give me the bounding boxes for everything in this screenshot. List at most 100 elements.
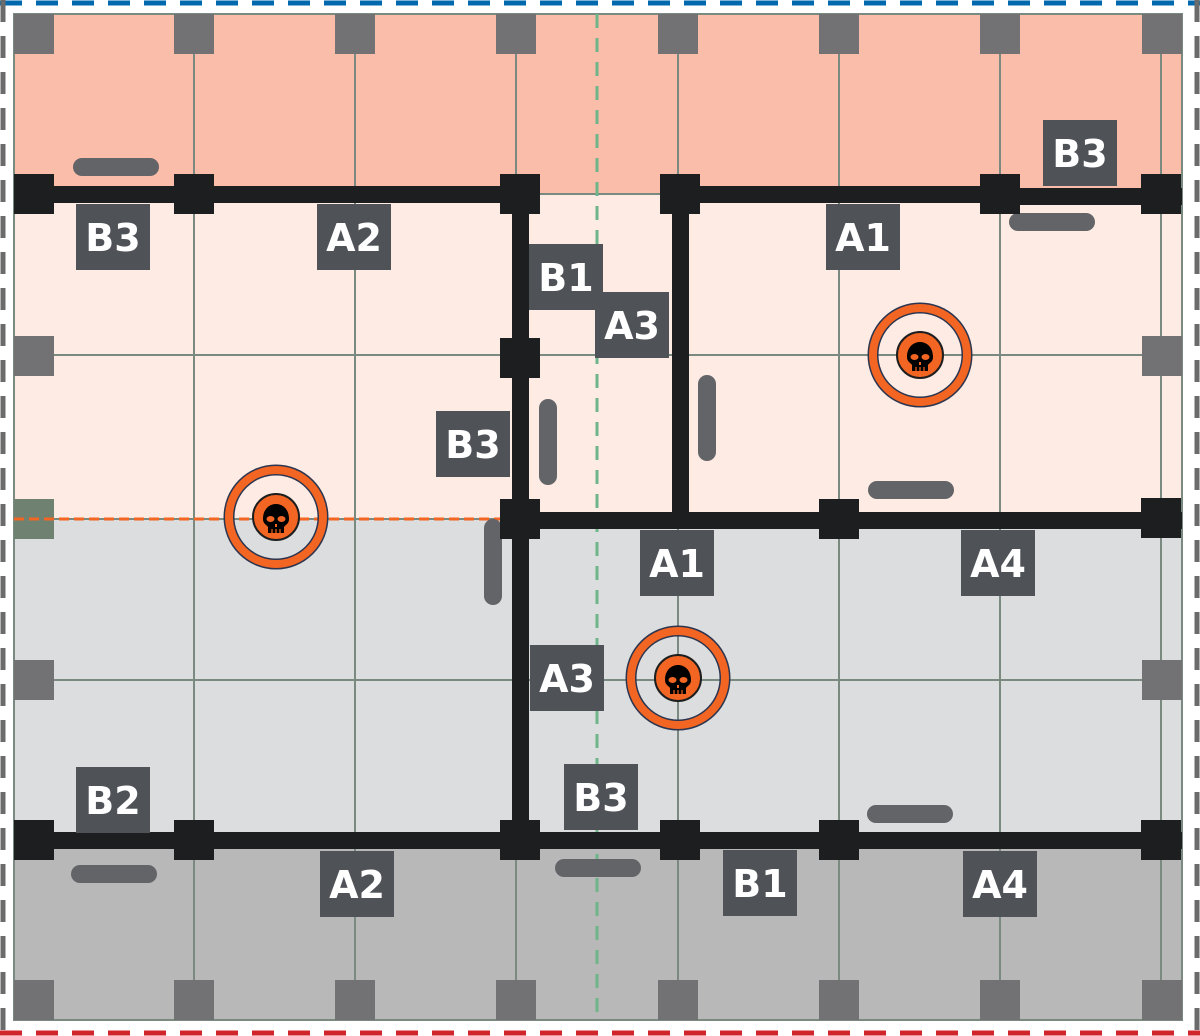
- objective-marker[interactable]: [223, 464, 329, 570]
- zone-label: A2: [320, 851, 394, 917]
- wall-joint: [660, 820, 700, 860]
- zone-label: A1: [640, 530, 714, 596]
- zone-label-bg: [1043, 120, 1117, 186]
- edge-marker: [496, 14, 536, 54]
- cover-piece: [71, 865, 157, 883]
- edge-marker: [1142, 336, 1182, 376]
- edge-marker: [174, 14, 214, 54]
- zone-label: B3: [564, 764, 638, 830]
- zone-label: A4: [963, 851, 1037, 917]
- cover-piece: [867, 805, 953, 823]
- cover-piece: [73, 158, 159, 176]
- cover-piece: [868, 481, 954, 499]
- wall-joint: [500, 820, 540, 860]
- zone-label-text: A2: [329, 863, 385, 907]
- cover-piece: [555, 859, 641, 877]
- zone-label-text: A3: [539, 657, 595, 701]
- zone-label-text: A2: [326, 216, 382, 260]
- zone-label-bg: [595, 292, 669, 358]
- edge-marker: [14, 336, 54, 376]
- edge-marker: [496, 980, 536, 1020]
- zone-label-bg: [76, 204, 150, 270]
- edge-marker: [1142, 980, 1182, 1020]
- zone-label-bg: [530, 645, 604, 711]
- zone-label-text: A4: [972, 863, 1028, 907]
- walls: [14, 174, 1182, 860]
- wall-joint: [14, 174, 54, 214]
- zone-label-bg: [826, 204, 900, 270]
- wall-joint: [1141, 498, 1181, 538]
- cover-pieces: [71, 158, 1095, 883]
- zone-label-bg: [961, 530, 1035, 596]
- skull-icon: [263, 504, 289, 533]
- edge-markers: [14, 14, 1182, 1020]
- zone-label: B3: [436, 411, 510, 477]
- zone-label-text: A4: [970, 542, 1026, 586]
- objective-marker[interactable]: [867, 302, 973, 408]
- wall-joint: [500, 499, 540, 539]
- zone-label: A4: [961, 530, 1035, 596]
- wall-segment: [678, 186, 1008, 203]
- wall-joint: [819, 820, 859, 860]
- zone-label: A3: [530, 645, 604, 711]
- wall-joint: [660, 174, 700, 214]
- edge-marker: [14, 660, 54, 700]
- zone-label-text: B3: [85, 216, 140, 260]
- zone-label-bg: [723, 850, 797, 916]
- wall-joint: [980, 174, 1020, 214]
- wall-segment: [14, 186, 516, 203]
- zone-label-bg: [76, 767, 150, 833]
- edge-marker: [980, 980, 1020, 1020]
- wall-joint: [174, 820, 214, 860]
- edge-marker: [174, 980, 214, 1020]
- cover-piece: [539, 399, 557, 485]
- zone-label-bg: [640, 530, 714, 596]
- cover-piece: [484, 519, 502, 605]
- zone-label-bg: [320, 851, 394, 917]
- zone-label-text: A3: [604, 304, 660, 348]
- zone-label-text: B1: [538, 256, 593, 300]
- zone-label: A2: [317, 204, 391, 270]
- edge-marker: [14, 14, 54, 54]
- objective-marker[interactable]: [625, 625, 731, 731]
- zone-label-bg: [564, 764, 638, 830]
- zone-label-bg: [317, 204, 391, 270]
- edge-marker: [658, 14, 698, 54]
- wall-joint: [500, 338, 540, 378]
- zone-label-bg: [436, 411, 510, 477]
- zone-label: B3: [76, 204, 150, 270]
- edge-marker: [819, 980, 859, 1020]
- edge-marker: [980, 14, 1020, 54]
- zone-label-text: B3: [445, 423, 500, 467]
- edge-marker: [335, 980, 375, 1020]
- wall-joint: [174, 174, 214, 214]
- edge-marker: [14, 980, 54, 1020]
- wall-segment: [14, 832, 1182, 849]
- zone-label: A3: [595, 292, 669, 358]
- zone-label-text: B2: [85, 779, 140, 823]
- wall-joint: [1141, 174, 1181, 214]
- zone-label-text: A1: [835, 216, 891, 260]
- edge-marker: [335, 14, 375, 54]
- wall-segment: [1000, 188, 1182, 205]
- skull-icon: [907, 342, 933, 371]
- zone-label: B1: [529, 244, 603, 310]
- zone-label-text: B3: [1052, 132, 1107, 176]
- edge-marker: [658, 980, 698, 1020]
- cover-piece: [1009, 213, 1095, 231]
- wall-joint: [819, 499, 859, 539]
- zone-label-bg: [529, 244, 603, 310]
- zone-label-text: A1: [649, 542, 705, 586]
- edge-marker: [1142, 660, 1182, 700]
- zone-label-bg: [963, 851, 1037, 917]
- zone-label: B3: [1043, 120, 1117, 186]
- edge-marker: [1142, 14, 1182, 54]
- wall-joint: [500, 174, 540, 214]
- objectives: [223, 302, 973, 731]
- zone-label: A1: [826, 204, 900, 270]
- zone-label-text: B3: [573, 776, 628, 820]
- zone-label: B2: [76, 767, 150, 833]
